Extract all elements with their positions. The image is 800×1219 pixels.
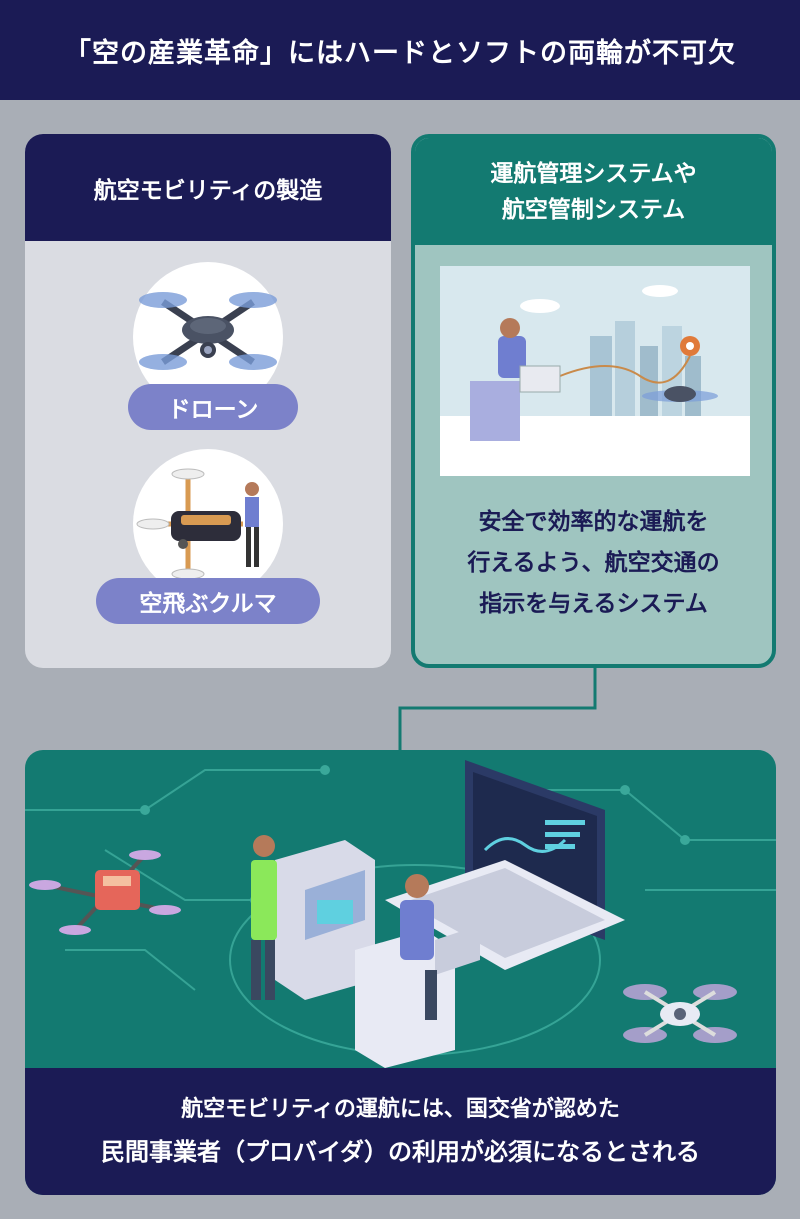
description-line-2: 行えるよう、航空交通の — [467, 550, 720, 576]
heading-line-1: 運航管理システムや — [490, 160, 697, 187]
manufacturing-heading: 航空モビリティの製造 — [25, 134, 391, 241]
operations-panel: 航空モビリティの運航には、国交省が認めた 民間事業者（プロバイダ）の利用が必須に… — [25, 750, 776, 1195]
connector-line — [398, 666, 597, 754]
flying-car-label: 空飛ぶクルマ — [96, 578, 320, 624]
manufacturing-panel: 航空モビリティの製造 ドローン — [25, 134, 391, 668]
page-title: 「空の産業革命」にはハードとソフトの両輪が不可欠 — [0, 0, 800, 100]
description-line-1: 安全で効率的な運航を — [478, 509, 709, 535]
operations-illustration — [25, 760, 776, 1068]
description-line-3: 指示を与えるシステム — [479, 591, 708, 617]
traffic-management-heading: 運航管理システムや 航空管制システム — [415, 138, 772, 245]
drone-label: ドローン — [128, 384, 298, 430]
caption-line-2: 民間事業者（プロバイダ）の利用が必須になるとされる — [100, 1137, 701, 1166]
flying-car-illustration — [133, 449, 283, 599]
operator-city-illustration — [440, 266, 750, 476]
caption-line-1: 航空モビリティの運航には、国交省が認めた — [181, 1096, 620, 1122]
operations-caption: 航空モビリティの運航には、国交省が認めた 民間事業者（プロバイダ）の利用が必須に… — [25, 1068, 776, 1195]
traffic-management-panel: 運航管理システムや 航空管制システム 安全で効率的な運航を 行えるよう、航空交通… — [411, 134, 776, 668]
drone-icon — [139, 292, 277, 370]
heading-line-2: 航空管制システム — [501, 196, 686, 223]
flying-car-icon — [136, 468, 259, 580]
traffic-management-description: 安全で効率的な運航を 行えるよう、航空交通の 指示を与えるシステム — [415, 502, 772, 625]
